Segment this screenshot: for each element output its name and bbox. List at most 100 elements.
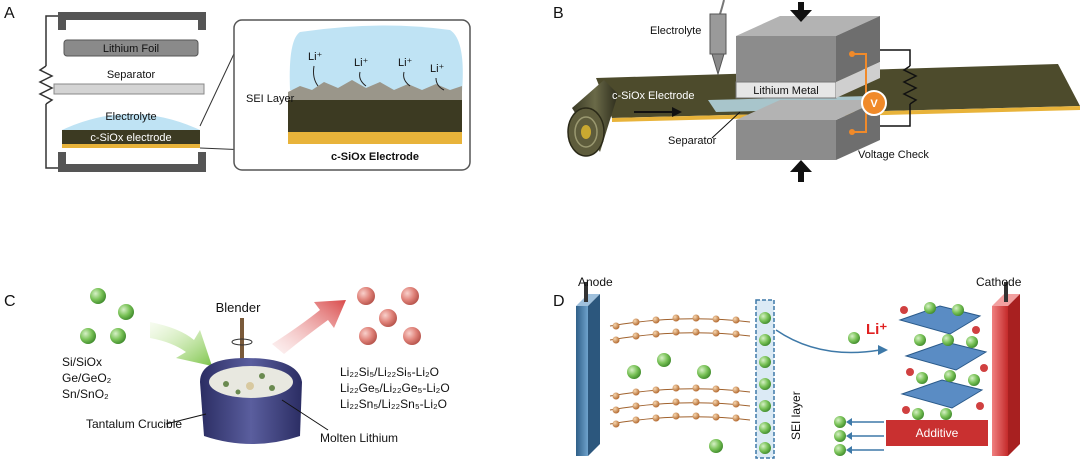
li-ion-sphere — [709, 439, 723, 453]
panel-d: D Anode — [553, 275, 1022, 459]
li-path-arrow-1 — [313, 65, 319, 87]
additive-arrowhead — [846, 446, 852, 454]
crucible-label: Tantalum Crucible — [86, 417, 182, 431]
press-arrow-up — [790, 160, 812, 182]
product-sn: Li₂₂Sn₅/Li₂₂Sn₅-Li₂O — [340, 397, 447, 411]
additive-arrowhead — [846, 418, 852, 426]
panel-c-letter: C — [4, 293, 16, 310]
anode-plate — [576, 306, 588, 456]
product-ge: Li₂₂Ge₅/Li₂₂Ge₅-Li₂O — [340, 381, 450, 395]
cathode-label: Cathode — [976, 275, 1022, 289]
panel-b-letter: B — [553, 5, 564, 22]
sei-li-sphere — [759, 422, 771, 434]
b-electrode-label: c-SiOx Electrode — [612, 90, 695, 102]
sei-li-sphere — [759, 400, 771, 412]
dispenser-body — [709, 13, 727, 55]
blender-head — [246, 382, 254, 390]
li-transport-arrowhead — [878, 345, 888, 355]
b-electrolyte-label: Electrolyte — [650, 25, 701, 37]
sei-li-sphere — [759, 312, 771, 324]
molten-lithium-surface — [209, 366, 293, 398]
upper-block-side — [836, 16, 880, 82]
panel-a-letter: A — [4, 5, 15, 22]
sei-li-sphere — [759, 334, 771, 346]
li-path-arrow-2 — [359, 71, 367, 87]
roll-core — [581, 125, 591, 139]
electrode-layer — [62, 130, 200, 144]
material-ge: Ge/GeO₂ — [62, 371, 112, 385]
dispenser-tip — [711, 53, 725, 76]
upper-block-top — [736, 16, 880, 36]
sei-layer-label-d: SEI layer — [789, 391, 803, 440]
dissolving-particle — [269, 385, 275, 391]
additive-label: Additive — [916, 426, 959, 440]
resistor-icon — [38, 65, 54, 105]
lower-block-top — [736, 100, 880, 120]
separator-membrane — [53, 83, 205, 95]
anode-label: Anode — [578, 275, 613, 289]
voltmeter-icon — [861, 90, 887, 116]
panel-c: C Si/SiOx Ge/GeO₂ Sn/SnO₂ Blender Tantal… — [4, 287, 450, 445]
lithium-foil — [63, 39, 199, 57]
zoom-electrode-dark — [288, 100, 462, 132]
voltmeter-symbol: V — [870, 98, 878, 110]
red-particle — [379, 309, 397, 327]
green-particle — [90, 288, 106, 304]
volt-terminal-top — [849, 51, 855, 57]
additive-li-sphere — [834, 444, 846, 456]
b-resistor-icon — [902, 65, 918, 105]
lower-block-front — [736, 120, 836, 160]
cathode-tab — [1004, 282, 1008, 302]
crucible-pointer — [165, 413, 207, 425]
zoom-electrolyte — [289, 25, 463, 92]
circuit-wire-bottom — [45, 104, 58, 169]
li-transport-arrow — [775, 329, 881, 354]
cathode-plate — [992, 306, 1008, 456]
electrolyte-drop — [62, 114, 200, 130]
li-path-arrow-3 — [403, 71, 411, 87]
volt-terminal-bottom — [849, 129, 855, 135]
lithium-foil-label: Lithium Foil — [103, 43, 159, 55]
separator-label: Separator — [107, 69, 156, 81]
zoom-electrode-gold — [288, 132, 462, 144]
sei-li-sphere — [759, 378, 771, 390]
li-ion-label-2: Li⁺ — [354, 57, 369, 69]
upper-block-front — [736, 36, 836, 82]
dispenser-tube — [719, 0, 725, 15]
dissolving-particle — [259, 373, 265, 379]
anode-tab — [584, 282, 588, 302]
red-particle — [357, 287, 375, 305]
cathode-side — [1008, 294, 1020, 456]
output-arrow — [272, 300, 346, 354]
additive-arrowhead — [846, 432, 852, 440]
cell-bottom-cap — [58, 152, 206, 172]
blender-label: Blender — [216, 300, 261, 315]
circuit-wire-top — [45, 15, 58, 66]
product-si: Li₂₂Si₅/Li₂₂Si₅-Li₂O — [340, 365, 439, 379]
electrolyte-label: Electrolyte — [105, 111, 156, 123]
dissolving-particle — [235, 389, 241, 395]
volt-lead-bottom — [852, 110, 867, 133]
b-separator-label: Separator — [668, 135, 717, 147]
additive-box — [886, 420, 988, 446]
sei-layer-label: SEI Layer — [246, 93, 295, 105]
li-path-arrow-4 — [435, 77, 445, 91]
panel-d-letter: D — [553, 293, 565, 310]
green-particle — [118, 304, 134, 320]
li-ion-label-d: Li⁺ — [866, 321, 887, 338]
dissolving-particle — [223, 381, 229, 387]
rotation-icon — [231, 338, 253, 346]
feed-arrow-head — [672, 107, 682, 117]
sei-layer — [288, 80, 462, 100]
li-ion-sphere — [848, 332, 860, 344]
li-ion-sphere — [627, 365, 641, 379]
additive-li-sphere — [834, 416, 846, 428]
material-si: Si/SiOx — [62, 355, 102, 369]
resistor-wire-top — [880, 49, 911, 66]
li-ion-label-1: Li⁺ — [308, 51, 323, 63]
panel-a: A Lithium Foil Separator Electrolyte c-S… — [4, 5, 471, 172]
cell-top-cap — [58, 12, 206, 30]
resistor-wire-bottom — [880, 104, 911, 127]
press-arrow-down — [790, 2, 812, 22]
